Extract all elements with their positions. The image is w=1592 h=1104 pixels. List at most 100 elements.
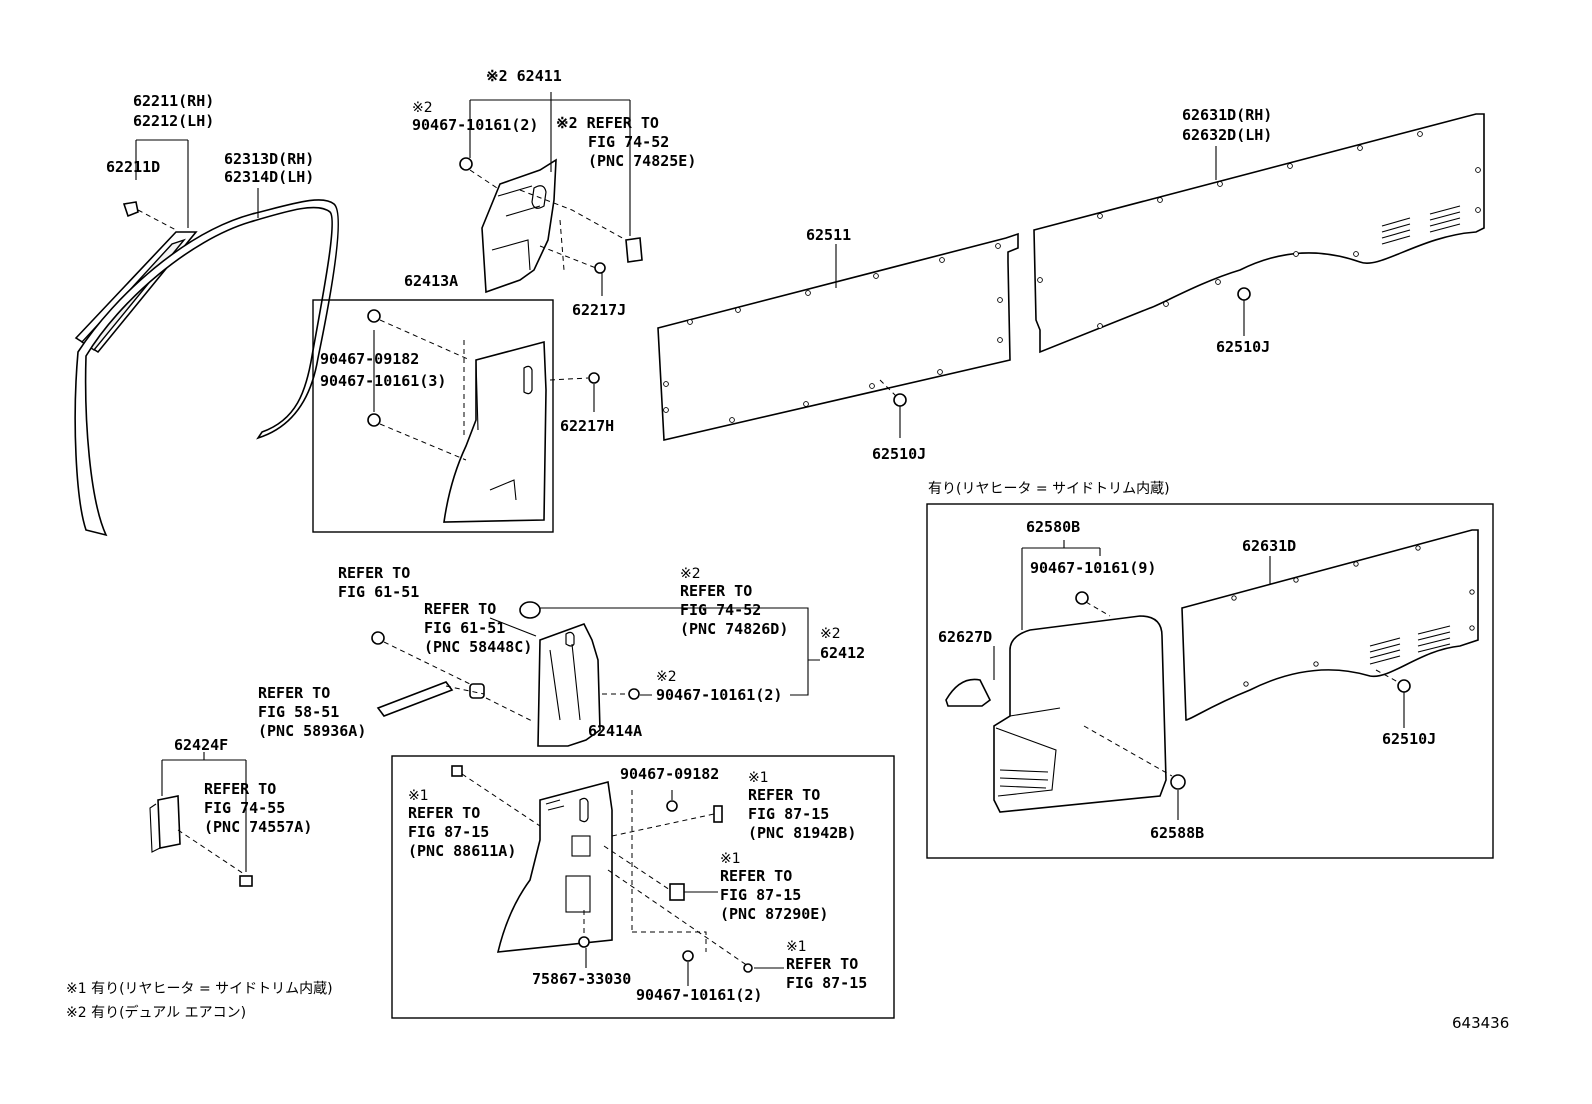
clip-icon — [367, 413, 381, 427]
pnc-58448C: (PNC 58448C) — [424, 638, 532, 656]
label-62411: ※2 62411 — [486, 67, 562, 85]
label-62511: 62511 — [806, 226, 851, 244]
seatbelt-guide-bracket[interactable] — [376, 681, 454, 717]
pnc-74826D: (PNC 74826D) — [680, 620, 788, 638]
clip-icon — [122, 201, 139, 218]
fig-87-15-c: FIG 87-15 — [720, 886, 801, 904]
quarter-trim-board-62631D[interactable] — [1033, 113, 1485, 354]
refer-to-d: REFER TO — [258, 684, 330, 702]
cover-icon — [519, 601, 541, 619]
screw-icon — [588, 372, 600, 384]
label-90467-10161-2c: 90467-10161(2) — [636, 986, 762, 1004]
screw-icon — [594, 262, 606, 274]
screw-icon — [682, 950, 694, 962]
mark-1: ※1 — [748, 770, 769, 786]
cover-62627D[interactable] — [945, 678, 992, 707]
clip-icon — [239, 875, 253, 887]
label-75867-33030: 75867-33030 — [532, 970, 631, 988]
mark-2: ※2 — [656, 669, 677, 685]
door-weatherstrip[interactable] — [74, 199, 340, 537]
footnote-2: ※2 有り(デュアル エアコン) — [66, 1004, 246, 1021]
cover-icon — [625, 237, 643, 263]
footnote-1: ※1 有り(リヤヒータ = サイドトリム内蔵) — [66, 981, 333, 997]
label-62212-lh: 62212(LH) — [133, 112, 214, 130]
center-pillar-lower-garnish[interactable] — [443, 340, 547, 523]
group-62414A-box — [391, 755, 895, 1019]
label-62588B: 62588B — [1150, 824, 1204, 842]
label-90467-10161-2b: 90467-10161(2) — [656, 686, 782, 704]
mark-1: ※1 — [786, 939, 807, 955]
label-62510J-c: 62510J — [1382, 730, 1436, 748]
refer-to-h: REFER TO — [720, 867, 792, 885]
label-62424F: 62424F — [174, 736, 228, 754]
side-trim-62580B[interactable] — [993, 615, 1167, 813]
label-90467-10161-9: 90467-10161(9) — [1030, 559, 1156, 577]
label-62627D: 62627D — [938, 628, 992, 646]
fig-87-15-b: FIG 87-15 — [748, 805, 829, 823]
vent-grille — [1381, 205, 1461, 245]
pnc-74825E: (PNC 74825E) — [588, 152, 696, 170]
group-62413A-box — [312, 299, 554, 533]
clip-icon — [1237, 287, 1251, 301]
label-62414A: 62414A — [588, 722, 642, 740]
refer-to-g: REFER TO — [748, 786, 820, 804]
refer-to-note: ※2 REFER TO — [556, 114, 659, 132]
panel-holes — [663, 243, 1003, 423]
label-90467-10161-3: 90467-10161(3) — [320, 372, 446, 390]
vent-grille — [1369, 625, 1451, 665]
label-62413A: 62413A — [404, 272, 458, 290]
bolt-icon — [371, 631, 385, 645]
label-62631D: 62631D — [1242, 537, 1296, 555]
cushion-icon — [469, 683, 485, 699]
mark-2: ※2 — [820, 626, 841, 642]
clip-icon — [1397, 679, 1411, 693]
clip-icon — [459, 157, 473, 171]
mark-2: ※2 — [412, 100, 433, 116]
panel-holes — [1037, 131, 1481, 329]
quarter-trim-board-62511[interactable] — [657, 232, 1019, 441]
mark-1: ※1 — [408, 788, 429, 804]
fig-74-52-b: FIG 74-52 — [680, 601, 761, 619]
refer-to-b: REFER TO — [424, 600, 496, 618]
label-90467-10161-2: 90467-10161(2) — [412, 116, 538, 134]
screw-icon — [666, 800, 678, 812]
side-trim-lower-62414A[interactable] — [496, 780, 613, 953]
duct-icon — [713, 805, 723, 823]
mark-2: ※2 — [680, 566, 701, 582]
side-trim-upper-62412[interactable] — [537, 623, 601, 747]
fig-74-52: FIG 74-52 — [588, 133, 669, 151]
refer-to-e: REFER TO — [204, 780, 276, 798]
pnc-81942B: (PNC 81942B) — [748, 824, 856, 842]
label-62217J: 62217J — [572, 301, 626, 319]
fig-87-15-a: FIG 87-15 — [408, 823, 489, 841]
refer-to-f: REFER TO — [408, 804, 480, 822]
figure-id: 643436 — [1452, 1014, 1509, 1032]
label-62580B: 62580B — [1026, 518, 1080, 536]
fig-87-15-d: FIG 87-15 — [786, 974, 867, 992]
label-62412: 62412 — [820, 644, 865, 662]
panel-holes — [1231, 545, 1475, 687]
label-62631D-rh: 62631D(RH) — [1182, 106, 1272, 124]
clip-icon — [1075, 591, 1089, 605]
pnc-87290E: (PNC 87290E) — [720, 905, 828, 923]
label-62313D-rh: 62313D(RH) — [224, 150, 314, 168]
label-90467-09182-b: 90467-09182 — [620, 765, 719, 783]
pnc-58936A: (PNC 58936A) — [258, 722, 366, 740]
refer-to-i: REFER TO — [786, 955, 858, 973]
inset-box — [926, 503, 1494, 859]
screw-icon — [628, 688, 640, 700]
fig-74-55: FIG 74-55 — [204, 799, 285, 817]
fig-61-51-a: FIG 61-51 — [338, 583, 419, 601]
clip-icon — [743, 963, 753, 973]
quarter-trim-62631D-inset[interactable] — [1181, 529, 1479, 721]
connector-icon — [669, 883, 685, 901]
center-pillar-upper-garnish[interactable] — [481, 158, 557, 294]
cover-62424F[interactable] — [149, 795, 181, 853]
label-62217H: 62217H — [560, 417, 614, 435]
fig-58-51: FIG 58-51 — [258, 703, 339, 721]
screw-icon — [578, 936, 590, 948]
inset-title: 有り(リヤヒータ = サイドトリム内蔵) — [928, 481, 1170, 497]
label-62211D: 62211D — [106, 158, 160, 176]
